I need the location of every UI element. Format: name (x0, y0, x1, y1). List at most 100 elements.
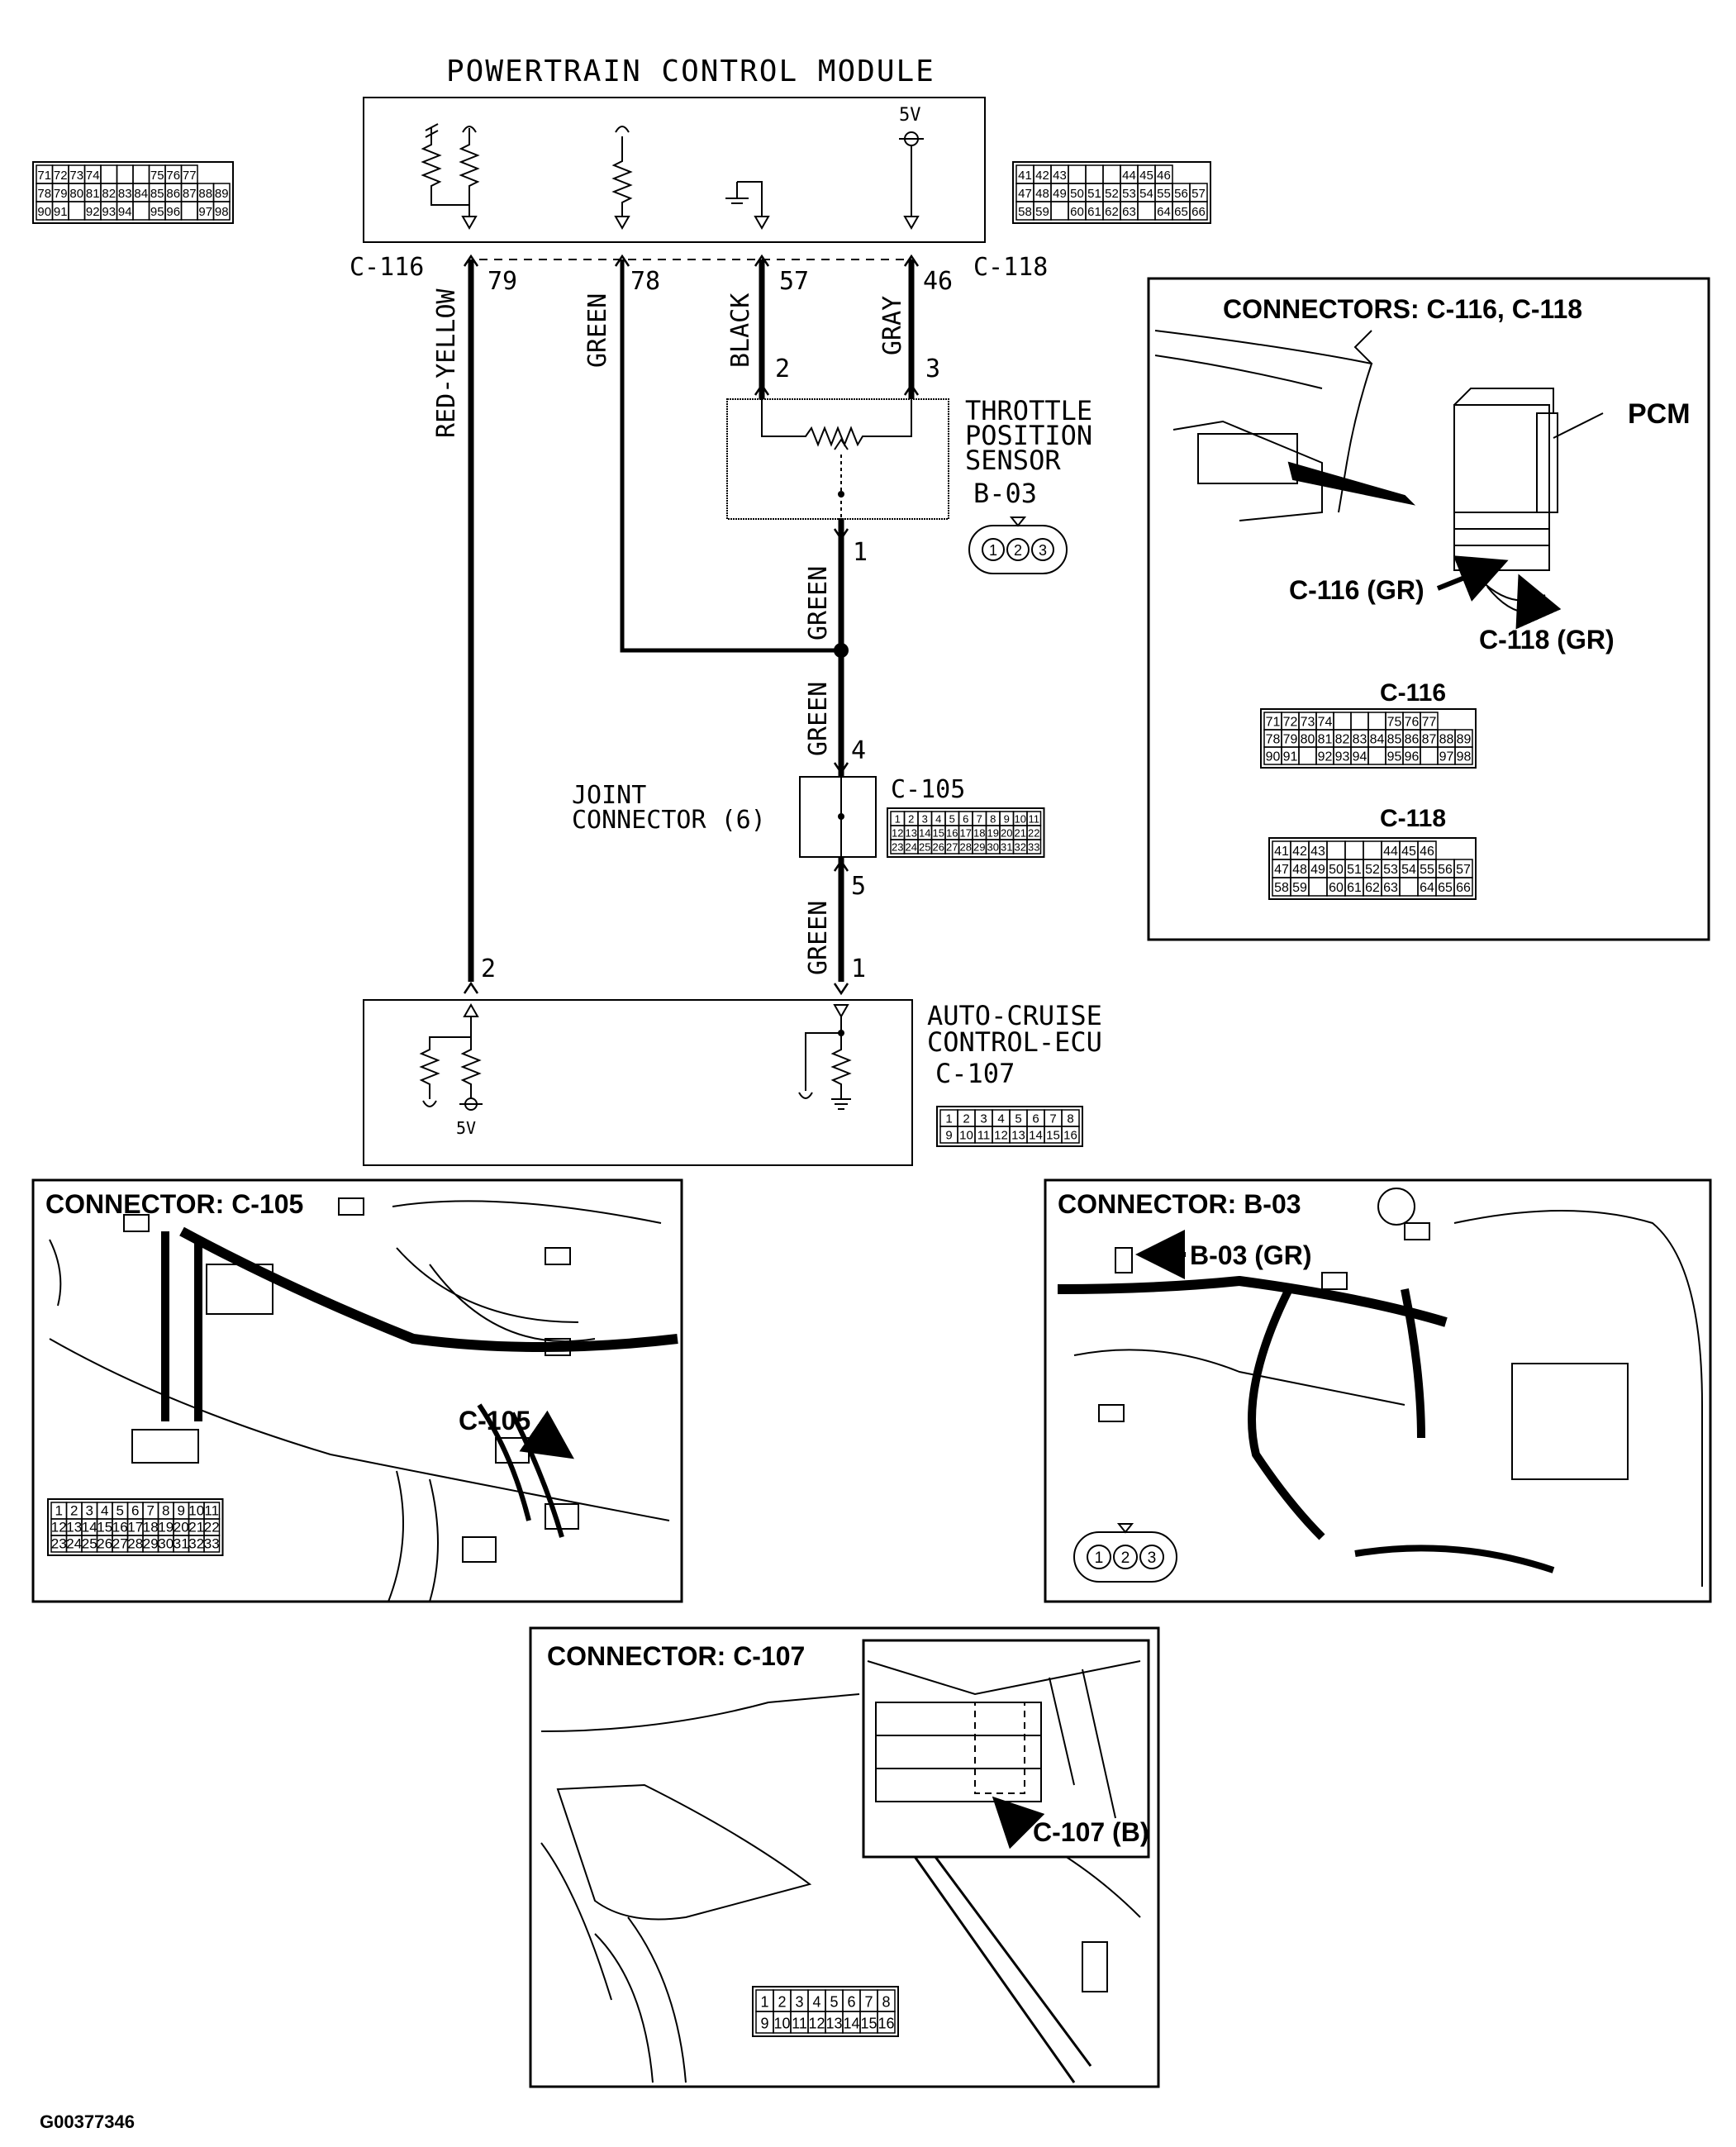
connector-pin-number: 77 (1422, 715, 1437, 729)
connector-pin-number: 93 (102, 205, 116, 219)
connector-pin-number: 2 (70, 1503, 78, 1519)
c116-arrow (1436, 555, 1509, 602)
tps-node (838, 491, 844, 497)
connector-pin-number: 58 (1274, 881, 1289, 895)
tps-connector-label: B-03 (973, 478, 1037, 509)
connector-pin-number: 1 (895, 812, 901, 825)
connector-pin-number: 65 (1438, 881, 1453, 895)
connector-pin-number: 24 (906, 840, 917, 853)
connector-pin-number: 21 (1015, 826, 1026, 839)
connector-pin-number: 4 (935, 812, 941, 825)
connector-pin-number: 84 (134, 187, 148, 201)
connector-pin-number: 75 (1387, 715, 1402, 729)
connector-pin-number: 87 (1422, 732, 1437, 746)
connector-pin-number: 54 (1401, 863, 1416, 877)
connector-pin-cell (1453, 877, 1473, 897)
connector-pin-number: 21 (188, 1520, 204, 1535)
connector-pin-number: 44 (1122, 169, 1136, 183)
ecu-5v-label: 5V (456, 1118, 476, 1138)
connector-grid-frame (936, 1106, 1083, 1147)
connector-pin-cell (1102, 164, 1121, 184)
panel-c107-inset-illustration (867, 1660, 1141, 1819)
pcm-title: POWERTRAIN CONTROL MODULE (446, 55, 935, 88)
connector-pin-number: 22 (1028, 826, 1039, 839)
connector-pin-cell (180, 201, 198, 221)
connector-grid-frame (887, 807, 1045, 858)
connector-pin-number: 8 (1067, 1112, 1073, 1126)
connector-pin-number: 2 (778, 1993, 786, 2010)
connector-pin-number: 8 (882, 1993, 890, 2010)
c118-arrow (1515, 574, 1562, 630)
panel-c105-callout: C-105 (459, 1406, 530, 1435)
connector-pin-number: 7 (864, 1993, 873, 2010)
connector-pin-number: 43 (1310, 845, 1325, 859)
connector-pin-number: 43 (1053, 169, 1067, 183)
connector-pin-number: 8 (990, 812, 996, 825)
panel-c105-title: CONNECTOR: C-105 (45, 1189, 303, 1219)
wire-label-gray: GRAY (878, 296, 907, 355)
connector-pin-number: 33 (204, 1536, 220, 1552)
panel-pcm-illustration (1154, 330, 1604, 614)
connector-pin-number: 18 (143, 1520, 159, 1535)
connector-pin-number: 7 (147, 1503, 155, 1519)
connector-pin-number: 15 (933, 826, 944, 839)
connector-pin-cell (1050, 201, 1069, 221)
pin-79-label: 79 (488, 267, 517, 296)
tps-box (726, 398, 949, 520)
connector-pin-number: 19 (158, 1520, 174, 1535)
tps-title-1: THROTTLE (965, 395, 1092, 426)
ecu-left-circuit (419, 1002, 483, 1111)
connector-pin-number: 24 (66, 1536, 82, 1552)
connector-pin-number: 44 (1383, 845, 1398, 859)
connector-pin-cell (1333, 712, 1352, 731)
connector-pin-cell (1367, 746, 1386, 765)
connector-pin-number: 51 (1347, 863, 1362, 877)
connector-pin-number: 78 (37, 187, 51, 201)
pcm-connector-c118-label: C-118 (973, 253, 1048, 282)
connector-pin-cell (1189, 201, 1208, 221)
connector-pin-number: 3 (795, 1993, 803, 2010)
tps-pin-black: 2 (775, 355, 790, 383)
connector-pin-number: 31 (174, 1536, 189, 1552)
connector-pin-cell (1399, 877, 1419, 897)
connector-pin-number: 82 (102, 187, 116, 201)
pcm-5v-supply (899, 131, 924, 231)
panel-pcm-connectors (1147, 277, 1710, 941)
connector-pin-number: 5 (1015, 1112, 1021, 1126)
connector-pin-number: 33 (1028, 840, 1039, 853)
connector-pin-cell (1344, 840, 1364, 860)
connector-pin-number: 41 (1274, 845, 1289, 859)
connector-face-pin-number: 3 (1148, 1550, 1157, 1567)
ecu-node (838, 1030, 844, 1036)
connector-pin-number: 28 (960, 840, 972, 853)
connector-pin-number: 12 (892, 826, 903, 839)
connector-pin-number: 10 (1015, 812, 1026, 825)
connector-pin-number: 32 (1015, 840, 1026, 853)
connector-pin-number: 16 (946, 826, 958, 839)
ecu-title-2: CONTROL-ECU (927, 1026, 1102, 1058)
connector-pin-number: 1 (760, 1993, 768, 2010)
connector-pin-number: 71 (37, 169, 51, 183)
panel-pcm-grid-title-c116: C-116 (1380, 679, 1446, 707)
connector-pin-number: 12 (51, 1520, 67, 1535)
connector-pin-number: 84 (1370, 732, 1385, 746)
connector-pin-number: 41 (1018, 169, 1032, 183)
connector-grid-frame (1268, 837, 1477, 900)
connector-pin-number: 28 (127, 1536, 143, 1552)
connector-pin-number: 25 (919, 840, 930, 853)
connector-pin-number: 92 (86, 205, 100, 219)
connector-pin-number: 17 (960, 826, 972, 839)
splice-point (834, 643, 849, 658)
connector-pin-number: 42 (1035, 169, 1049, 183)
connector-pin-number: 85 (1387, 732, 1402, 746)
connector-pin-number: 95 (1387, 750, 1402, 764)
connector-pin-number: 22 (204, 1520, 220, 1535)
connector-pin-number: 63 (1383, 881, 1398, 895)
connector-pin-number: 6 (131, 1503, 139, 1519)
connector-pin-number: 11 (1029, 812, 1040, 825)
wire-label-green-tps: GREEN (804, 566, 833, 640)
